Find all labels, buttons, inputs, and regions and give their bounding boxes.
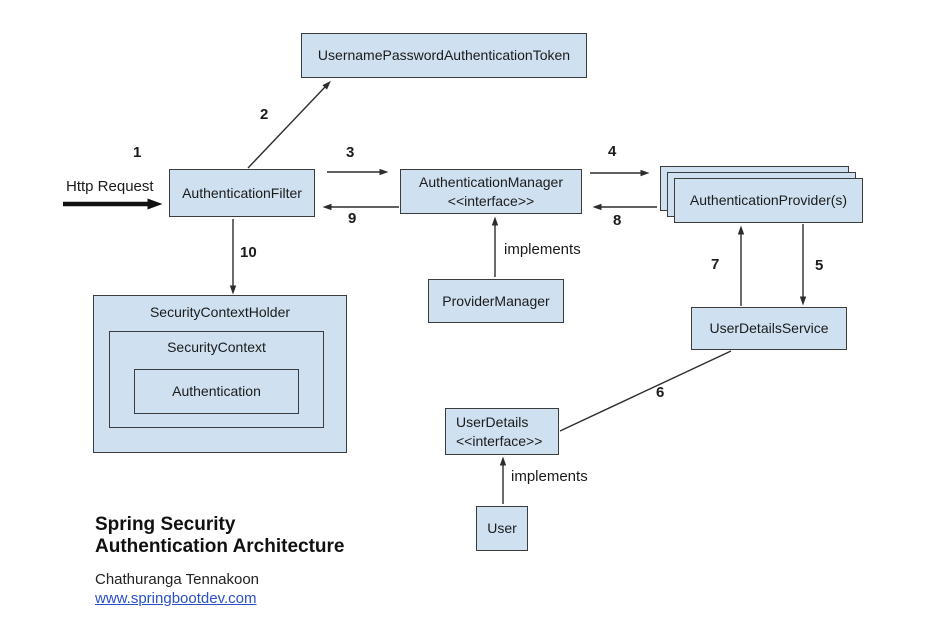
node-security-context-holder: SecurityContextHolder SecurityContext Au…	[93, 295, 347, 453]
step-label-8: 8	[613, 212, 622, 229]
diagram-title-line2: Authentication Architecture	[95, 536, 345, 557]
diagram-title-line1: Spring Security	[95, 514, 236, 535]
node-security-context: SecurityContext Authentication	[109, 331, 324, 428]
step-label-6: 6	[656, 384, 665, 401]
node-provider-manager: ProviderManager	[428, 279, 564, 323]
arrow-step-2	[247, 80, 331, 169]
implements-label-user: implements	[511, 468, 588, 485]
node-username-password-authentication-token: UsernamePasswordAuthenticationToken	[301, 33, 587, 78]
node-authentication: Authentication	[134, 369, 299, 414]
step-label-4: 4	[608, 143, 617, 160]
step-label-1: 1	[133, 144, 142, 161]
node-user-details: UserDetails <<interface>>	[445, 408, 559, 455]
user-details-label: UserDetails	[456, 414, 529, 431]
authentication-manager-label: AuthenticationManager	[419, 174, 563, 191]
step-label-10: 10	[240, 244, 257, 261]
step-label-5: 5	[815, 257, 824, 274]
security-context-holder-label: SecurityContextHolder	[149, 304, 291, 320]
node-authentication-manager: AuthenticationManager <<interface>>	[400, 169, 582, 214]
step-label-9: 9	[348, 210, 357, 227]
step-label-7: 7	[711, 256, 720, 273]
line-step-6	[559, 350, 732, 432]
node-authentication-providers: AuthenticationProvider(s)	[674, 178, 863, 223]
node-authentication-filter: AuthenticationFilter	[169, 169, 315, 217]
node-user-details-service: UserDetailsService	[691, 307, 847, 350]
diagram-title: Spring Security Authentication Architect…	[95, 514, 345, 558]
implements-label-provider-manager: implements	[504, 241, 581, 258]
author-name: Chathuranga Tennakoon	[95, 571, 260, 588]
step-label-2: 2	[260, 106, 269, 123]
http-request-label: Http Request	[66, 178, 154, 195]
node-user: User	[476, 506, 528, 551]
authentication-manager-stereotype: <<interface>>	[447, 192, 535, 209]
step-label-3: 3	[346, 144, 355, 161]
website-link[interactable]: www.springbootdev.com	[95, 590, 257, 607]
user-details-stereotype: <<interface>>	[456, 432, 543, 449]
security-context-label: SecurityContext	[167, 339, 266, 355]
